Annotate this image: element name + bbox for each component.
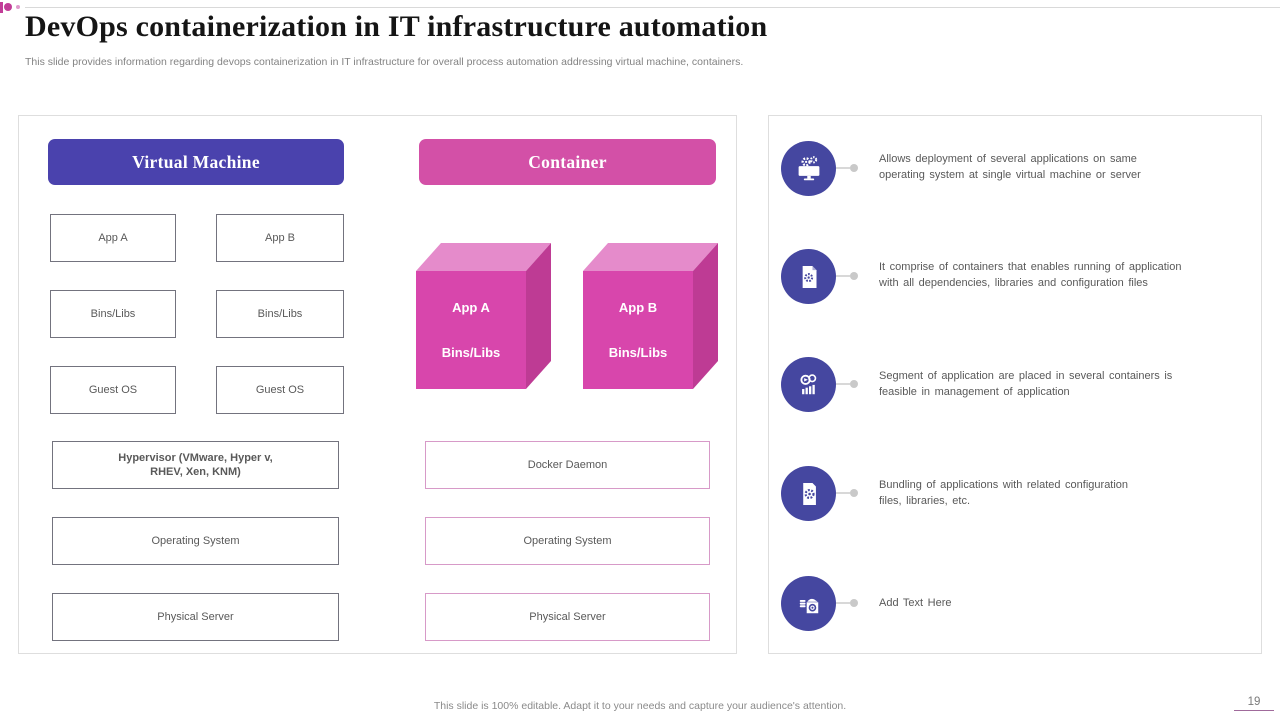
vm-box-guest-os-b: Guest OS: [216, 366, 344, 414]
document-gear-icon: [781, 466, 836, 521]
container-column-header: Container: [419, 139, 716, 185]
vm-box-app-a: App A: [50, 214, 176, 262]
file-gear-icon: [781, 249, 836, 304]
cube-b-app-label: App B: [618, 300, 658, 315]
benefits-panel: Allows deployment of several application…: [768, 115, 1262, 654]
vm-column-header: Virtual Machine: [48, 139, 344, 185]
benefit-text-1: Allows deployment of several application…: [879, 153, 1141, 181]
connector-dot: [850, 489, 858, 497]
connector-dot: [850, 164, 858, 172]
vm-column-header-label: Virtual Machine: [132, 151, 260, 172]
connector-line: [836, 602, 850, 604]
cube-b-bins-label: Bins/Libs: [608, 345, 668, 360]
container-column-header-label: Container: [528, 151, 607, 172]
connector-line: [836, 275, 850, 277]
vm-box-hypervisor: Hypervisor (VMware, Hyper v, RHEV, Xen, …: [52, 441, 339, 489]
connector-dot: [850, 272, 858, 280]
vm-box-bins-libs-a: Bins/Libs: [50, 290, 176, 338]
vm-box-app-b: App B: [216, 214, 344, 262]
container-box-operating-system: Operating System: [425, 517, 710, 565]
accent-dot: [4, 3, 12, 11]
accent-dot-small: [16, 5, 20, 9]
page-title: DevOps containerization in IT infrastruc…: [25, 10, 768, 43]
connector-dot: [850, 599, 858, 607]
connector-dot: [850, 380, 858, 388]
cube-app-b: [583, 243, 718, 389]
page-subtitle: This slide provides information regardin…: [25, 56, 744, 68]
search-chart-icon: [781, 357, 836, 412]
package-coins-icon: [781, 576, 836, 631]
connector-line: [836, 383, 850, 385]
vm-box-operating-system: Operating System: [52, 517, 339, 565]
top-divider: [25, 7, 1280, 8]
page-number: 19: [1234, 696, 1274, 711]
comparison-panel: Virtual Machine Container App A App B Bi…: [18, 115, 737, 654]
container-box-physical-server: Physical Server: [425, 593, 710, 641]
vm-box-bins-libs-b: Bins/Libs: [216, 290, 344, 338]
cube-a-bins-label: Bins/Libs: [441, 345, 501, 360]
vm-box-physical-server: Physical Server: [52, 593, 339, 641]
container-box-docker-daemon: Docker Daemon: [425, 441, 710, 489]
cube-a-app-label: App A: [452, 300, 490, 315]
connector-line: [836, 167, 850, 169]
accent-strip: [0, 2, 3, 13]
vm-box-guest-os-a: Guest OS: [50, 366, 176, 414]
benefit-text-4: Bundling of applications with related co…: [879, 479, 1129, 507]
benefit-text-3: Segment of application are placed in sev…: [879, 370, 1173, 398]
benefit-text-2: It comprise of containers that enables r…: [879, 261, 1182, 289]
cube-app-a: [416, 243, 551, 389]
monitor-gears-icon: [781, 141, 836, 196]
container-cubes-graphic: [416, 243, 718, 389]
footer-note: This slide is 100% editable. Adapt it to…: [433, 700, 847, 712]
benefit-text-5: Add Text Here: [879, 597, 952, 609]
connector-line: [836, 492, 850, 494]
